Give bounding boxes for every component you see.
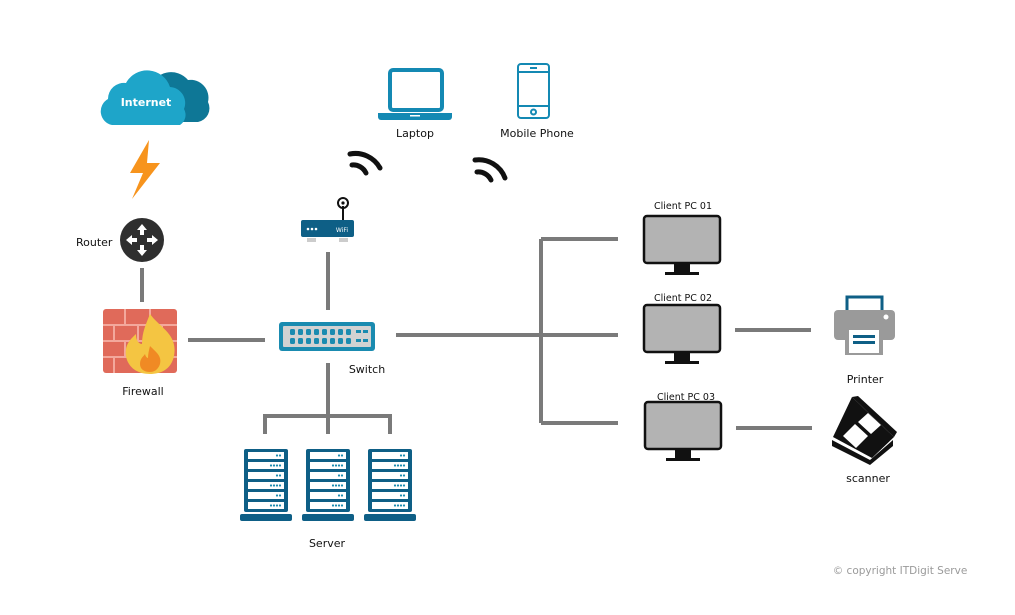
wifi-label: WiFi [336,227,348,234]
laptop-icon [378,68,452,120]
firewall-label: Firewall [122,385,163,398]
wifi-signal-icon [347,151,383,176]
server-label: Server [309,537,346,550]
printer-label: Printer [847,373,884,386]
client-pc-01-label: Client PC 01 [654,201,712,212]
client-pc-03-label: Client PC 03 [657,392,715,403]
lightning-icon [130,140,160,199]
server-rack-icon [302,449,354,521]
server-rack-icon [364,449,416,521]
laptop-label: Laptop [396,127,434,140]
switch-label: Switch [349,363,385,376]
cloud-icon [100,70,210,125]
scanner-icon [832,396,897,465]
client-pc-02-monitor-icon [642,303,722,364]
copyright-text: © copyright ITDigit Serve [833,565,968,577]
servers [240,449,416,521]
scanner-label: scanner [846,472,890,485]
client-pc-02-label: Client PC 02 [654,293,712,304]
connections [140,237,812,434]
switch-icon [279,322,375,351]
wifi-router-icon [301,197,354,242]
server-rack-icon [240,449,292,521]
link-switch-servers [263,363,392,434]
link-switch-clients [396,237,618,425]
mobile-phone-label: Mobile Phone [500,127,574,140]
firewall-icon [103,309,177,374]
wifi-signal-icon [472,157,508,183]
router-icon [120,218,164,262]
mobile-phone-icon [517,63,550,119]
client-pc-01-monitor-icon [642,214,722,275]
printer-icon [834,295,895,355]
client-pc-03-monitor-icon [643,400,723,461]
router-label: Router [76,236,113,249]
internet-label: Internet [121,96,172,109]
